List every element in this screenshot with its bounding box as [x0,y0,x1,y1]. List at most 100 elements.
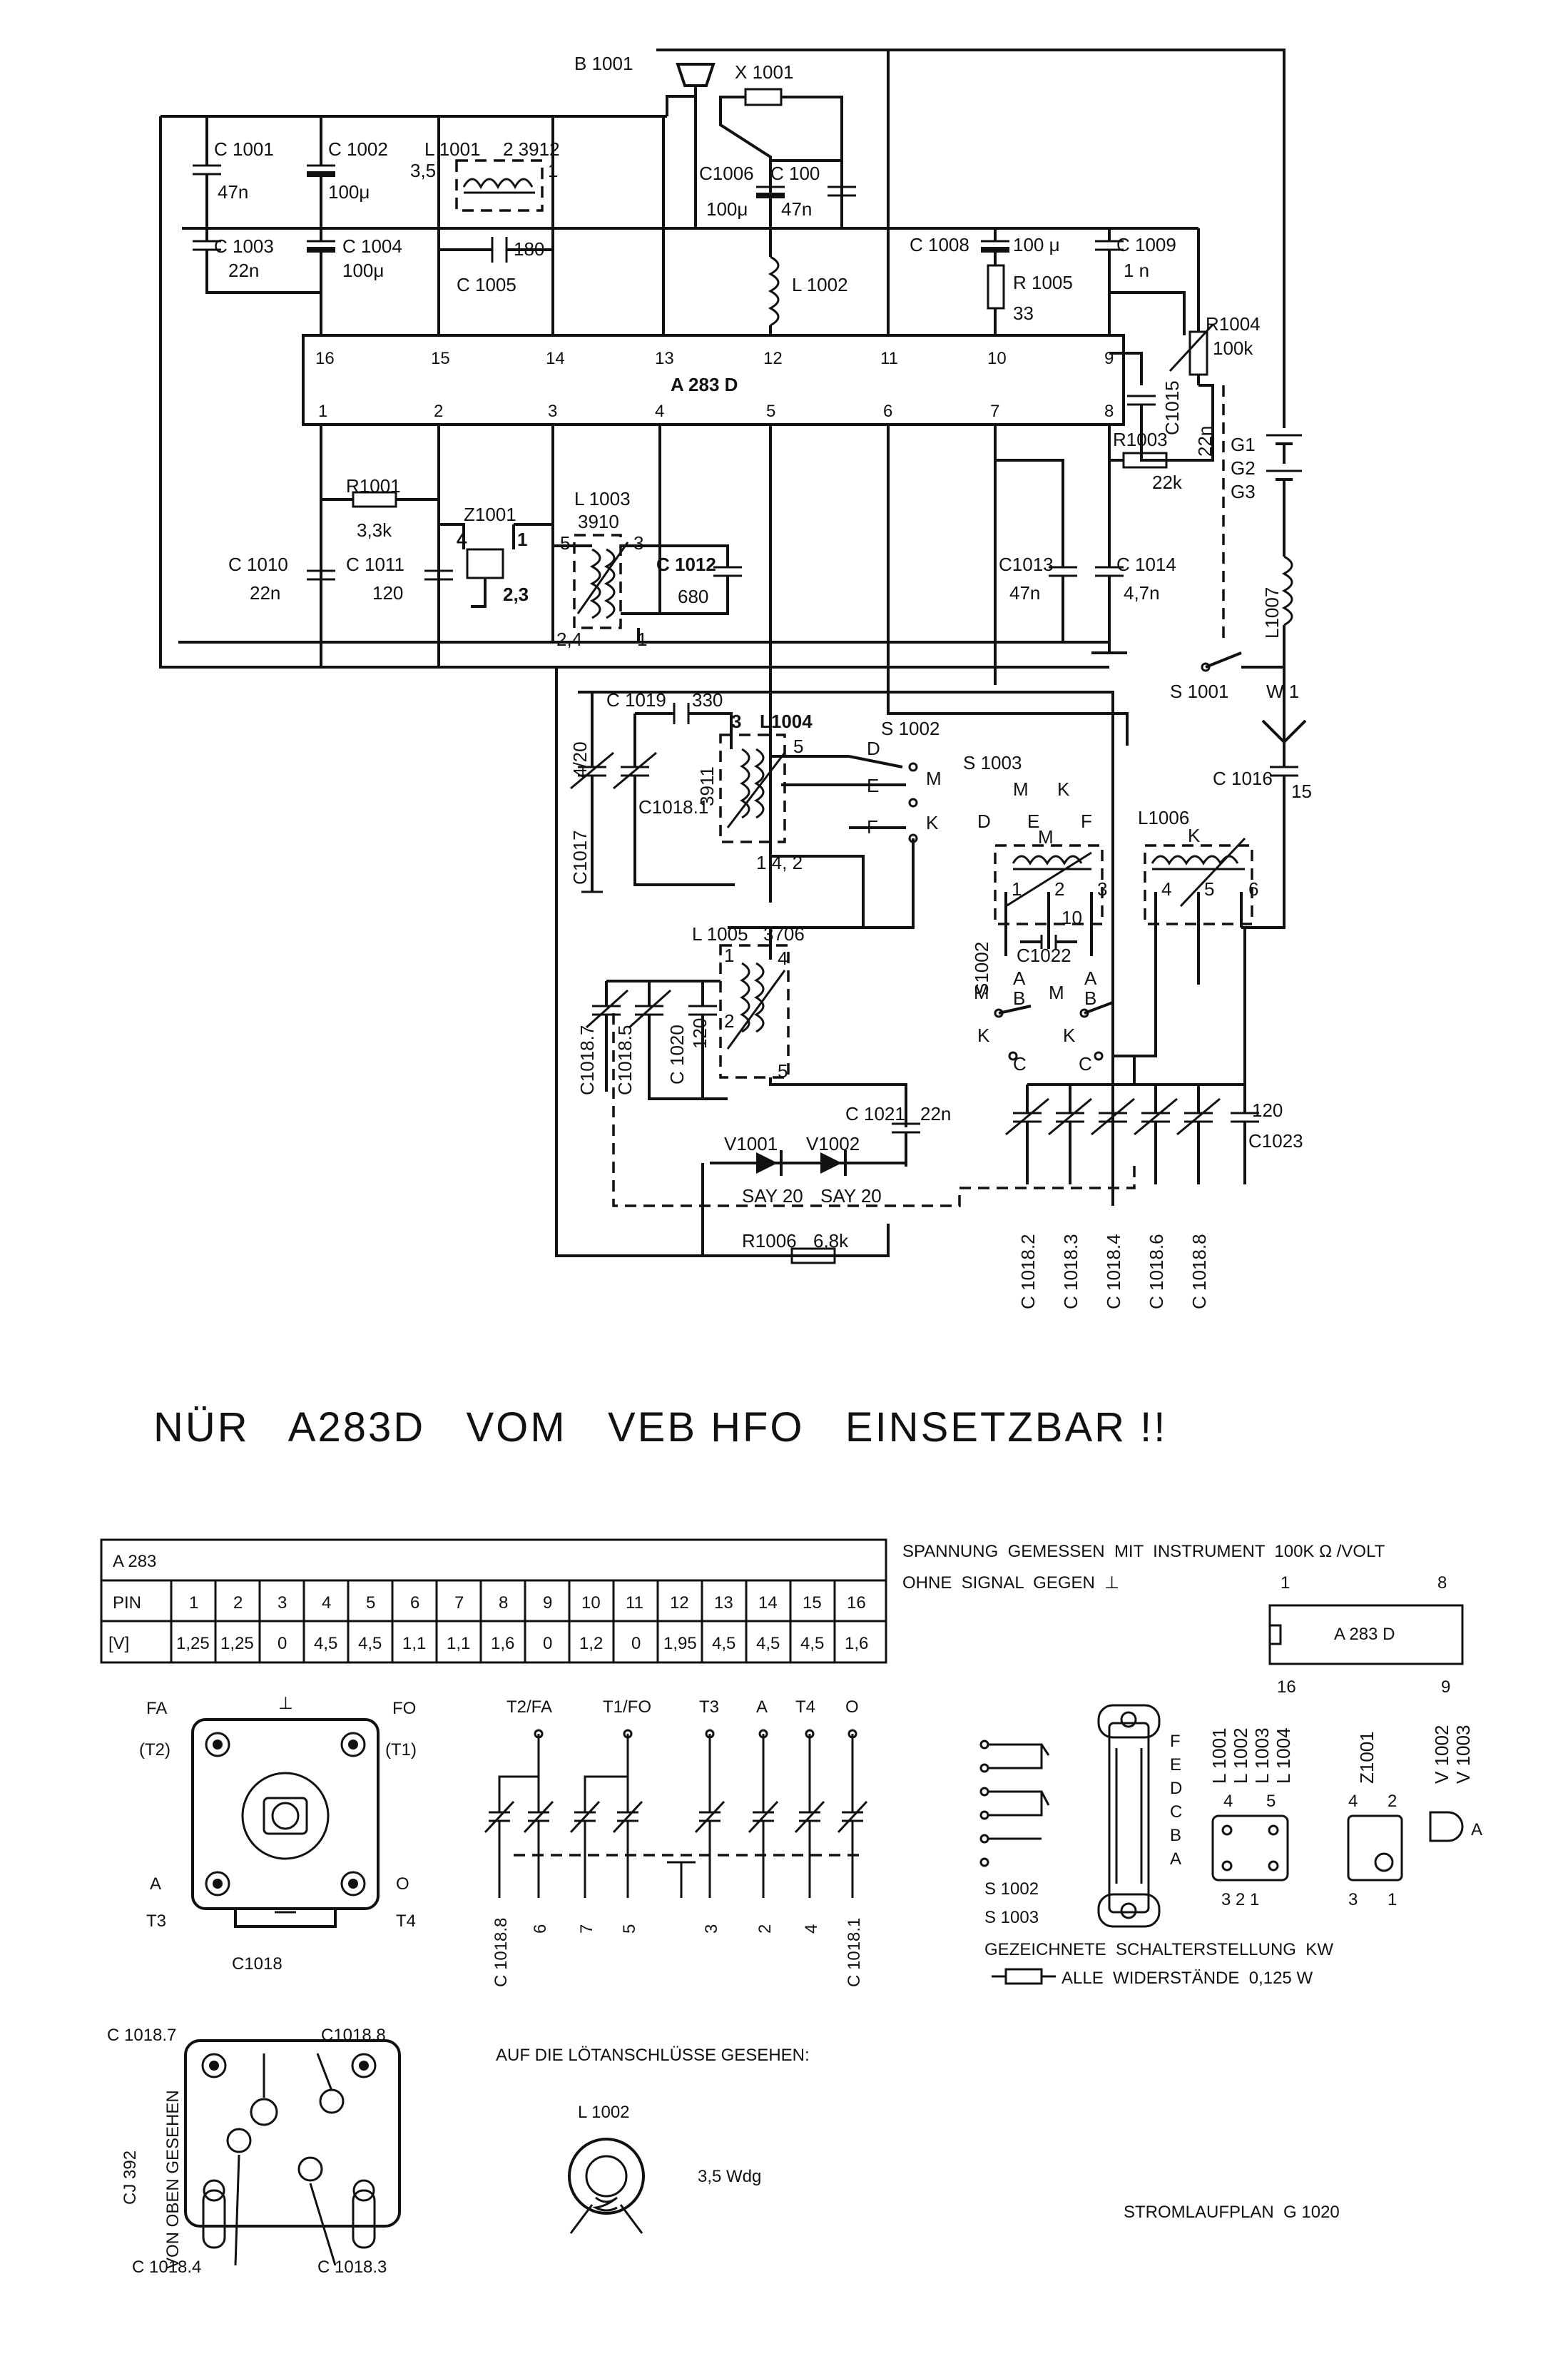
rf-section [555,667,1307,1264]
label-c1023: C1023 [1248,1130,1303,1152]
label-c1012: C 1012 [656,554,716,575]
switch-letter-b: B [1170,1826,1181,1845]
label-sw2-k2: K [1063,1025,1076,1046]
ic-pin-label: 6 [883,402,892,421]
label-z1001-1: 1 [517,529,527,550]
label-c1018-1: C1018.1 [638,796,708,818]
label-l1001-pins: 2 3912 [503,138,560,160]
table-pin-row: 1 2 3 4 5 6 7 8 9 10 11 12 13 14 15 16 [189,1593,866,1613]
label-switch-m: M [926,768,942,789]
label-c1005: C 1005 [457,274,516,295]
label-l1006-p2: 2 [1054,878,1064,900]
gang-bottom-2: 2 [755,1924,775,1934]
ic-pin-label: 5 [766,402,775,421]
gang-bottom-3: 3 [702,1924,721,1934]
label-s1002-vertical: S1002 [971,942,992,995]
c1018-t4: T4 [396,1911,416,1931]
label-l1005-2: 2 [724,1010,734,1032]
gang-bottom-c1018-8: C 1018.8 [492,1918,511,1987]
table-cell: 1,1 [402,1634,426,1653]
label-r1004: R1004 [1206,313,1261,335]
label-l1004-code: 3911 [696,766,718,806]
c1018-top-view: FA FO ⊥ (T2) (T1) A O T3 T4 C1018 [139,1694,417,1974]
resistor-note-text: ALLE WIDERSTÄNDE 0,125 W [1062,1969,1313,1988]
label-c1009-value: 1 n [1124,260,1149,281]
label-g3: G3 [1231,481,1256,502]
label-c1008: C 1008 [910,234,969,255]
label-c1006: C1006 [699,163,754,184]
label-c1018-8: C 1018.8 [1188,1234,1210,1309]
label-v1001: V1001 [724,1133,778,1154]
pinout-l1002: L 1002 [1230,1727,1251,1784]
pinout-coil-321: 3 2 1 [1221,1890,1259,1909]
label-l1005-code: 3706 [763,923,805,945]
label-l1005-5: 5 [778,1060,788,1082]
label-c1013-value: 47n [1009,582,1040,604]
table-cell: 4,5 [800,1634,824,1653]
label-say20-a: SAY 20 [742,1185,803,1207]
table-pin-header: PIN [113,1593,141,1613]
table-cell: 0 [631,1634,641,1653]
pinout-z-4: 4 [1348,1792,1358,1811]
label-c1011: C 1011 [346,554,404,575]
note-line-2: OHNE SIGNAL GEGEN ⊥ [902,1573,1119,1593]
switch-letter-c: C [1170,1802,1182,1822]
label-x1001: X 1001 [735,61,793,83]
label-sw2-b2: B [1084,987,1096,1009]
table-cell: 6 [410,1593,419,1613]
label-r1001-value: 3,3k [357,519,392,541]
label-c1002: C 1002 [328,138,388,160]
label-c1022: C1022 [1017,945,1071,966]
label-c1016-value: 15 [1291,781,1312,802]
table-cell: 8 [499,1593,508,1613]
switch-letter-a: A [1170,1849,1181,1869]
gang-bottom-7: 7 [577,1924,596,1934]
table-cell: 1,1 [447,1634,470,1653]
label-c1015-value: 22n [1194,426,1216,457]
ic-pin-label: 7 [990,402,999,421]
c1018-fa: FA [146,1699,167,1718]
label-l1003-code: 3910 [578,511,619,532]
label-w1: W 1 [1266,681,1299,702]
label-c1014: C 1014 [1116,554,1176,575]
table-cell: 14 [758,1593,778,1613]
table-volt-row: 1,25 1,25 0 4,5 4,5 1,1 1,1 1,6 0 1,2 0 … [176,1634,868,1653]
gang-header-t1fo: T1/FO [603,1697,651,1717]
gang-header-t2fa: T2/FA [506,1697,552,1717]
label-s1003: S 1003 [963,752,1022,773]
label-l1001-1: 1 [548,160,558,181]
label-sw2-c2: C [1079,1053,1092,1075]
label-c1015: C1015 [1161,380,1183,435]
c1018-o: O [396,1874,409,1894]
table-cell: 16 [847,1593,866,1613]
switch-letter-e: E [1170,1755,1181,1774]
pinout-coil-4: 4 [1223,1792,1233,1811]
table-cell: 1,25 [176,1634,210,1653]
table-title: A 283 [113,1552,156,1571]
label-c1005-value: 180 [514,238,544,260]
label-l1003: L 1003 [574,488,631,509]
table-cell: 9 [543,1593,552,1613]
label-r1005: R 1005 [1013,272,1073,293]
table-cell: 4,5 [756,1634,780,1653]
table-cell: 1,95 [663,1634,697,1653]
label-l1006-p3: 3 [1097,878,1107,900]
pinout-coil-5: 5 [1266,1792,1276,1811]
label-c1002-value: 100μ [328,181,370,203]
label-z1001: Z1001 [464,504,516,525]
switch-letter-f: F [1170,1732,1181,1751]
table-cell: 10 [581,1593,601,1613]
ic-pin-numbers-bottom: 1 2 3 4 5 6 7 8 [318,402,1114,421]
table-cell: 4,5 [712,1634,735,1653]
ic-pin-numbers-top: 16 15 14 13 12 11 10 9 [315,349,1114,368]
label-c1012-value: 680 [678,586,708,607]
c1018-gnd: ⊥ [278,1694,293,1713]
label-l1005-4: 4 [778,948,788,969]
gang-cap-diagram: T2/FA T1/FO T3 A T4 O C 1018.8 6 7 5 3 2… [484,1697,868,2065]
gang-header-t4: T4 [795,1697,815,1717]
label-c1001: C 1001 [214,138,274,160]
gang-bottom-4: 4 [802,1924,821,1934]
ic-outline-pin-8: 8 [1437,1573,1447,1593]
label-switch-f: F [867,816,878,838]
gang-header-o: O [845,1697,859,1717]
